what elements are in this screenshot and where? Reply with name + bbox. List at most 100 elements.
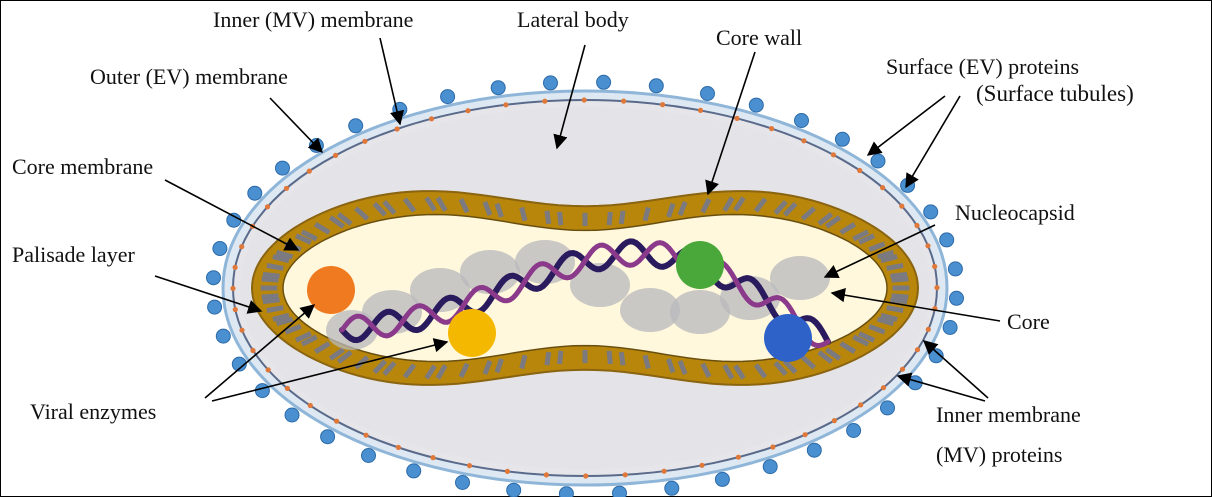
- mv-protein-dot: [858, 402, 863, 407]
- mv-protein-dot: [239, 244, 244, 249]
- ev-protein-dot: [441, 90, 455, 104]
- ev-protein-dot: [216, 329, 230, 343]
- mv-protein-dot: [899, 204, 904, 209]
- viral-enzyme-blue: [764, 314, 812, 362]
- mv-protein-dot: [583, 473, 588, 478]
- label-core-wall: Core wall: [716, 25, 802, 50]
- mv-protein-dot: [430, 455, 435, 460]
- ev-protein-dot: [665, 481, 679, 495]
- mv-protein-dot: [831, 152, 836, 157]
- mv-protein-dot: [914, 223, 919, 228]
- ev-protein-dot: [559, 487, 573, 497]
- palisade-bar: [621, 352, 623, 365]
- mv-protein-dot: [900, 367, 905, 372]
- arrow-surface-proteins-1: [868, 96, 945, 155]
- mv-protein-dot: [396, 445, 401, 450]
- ev-protein-dot: [795, 114, 809, 128]
- mv-protein-dot: [832, 418, 837, 423]
- palisade-bar: [621, 211, 623, 224]
- ev-protein-dot: [507, 483, 521, 497]
- ev-protein-dot: [948, 262, 962, 276]
- mv-protein-dot: [503, 102, 508, 107]
- ev-protein-dot: [255, 384, 269, 398]
- ev-protein-dot: [950, 291, 964, 305]
- label-palisade-layer: Palisade layer: [12, 242, 135, 267]
- mv-protein-dot: [265, 204, 270, 209]
- palisade-bar: [547, 211, 549, 224]
- mv-protein-dot: [308, 403, 313, 408]
- palisade-bar: [890, 300, 907, 302]
- label-nucleocapsid: Nucleocapsid: [955, 200, 1075, 225]
- arrow-inner-mv-membrane: [380, 38, 400, 124]
- mv-protein-dot: [915, 347, 920, 352]
- ev-protein-dot: [248, 186, 262, 200]
- mv-protein-dot: [660, 102, 665, 107]
- mv-protein-dot: [857, 168, 862, 173]
- mv-protein-dot: [621, 99, 626, 104]
- palisade-bar: [522, 208, 525, 221]
- palisade-bar: [267, 308, 283, 311]
- ev-protein-dot: [227, 213, 241, 227]
- palisade-bar: [887, 265, 903, 268]
- mv-protein-dot: [734, 116, 739, 121]
- ev-protein-dot: [208, 300, 222, 314]
- mv-protein-dot: [266, 367, 271, 372]
- palisade-bar: [560, 351, 561, 364]
- ev-protein-dot: [362, 449, 376, 463]
- mv-protein-dot: [699, 463, 704, 468]
- ev-protein-dot: [835, 132, 849, 146]
- mv-protein-dot: [364, 433, 369, 438]
- palisade-bar: [560, 212, 561, 225]
- mv-protein-dot: [285, 386, 290, 391]
- ev-protein-dot: [407, 464, 421, 478]
- ev-protein-dot: [613, 486, 627, 497]
- ev-protein-dot: [544, 76, 558, 90]
- palisade-bar: [262, 296, 279, 297]
- palisade-bar: [263, 300, 280, 302]
- ev-protein-dot: [943, 321, 957, 335]
- palisade-bar: [645, 355, 648, 368]
- mv-protein-dot: [334, 419, 339, 424]
- label-core-membrane: Core membrane: [12, 154, 153, 179]
- palisade-bar: [522, 355, 525, 368]
- mv-protein-dot: [803, 432, 808, 437]
- label-lateral-body: Lateral body: [517, 7, 629, 32]
- ev-protein-dot: [749, 98, 763, 112]
- label-outer-ev-membrane: Outer (EV) membrane: [90, 64, 288, 89]
- mv-protein-dot: [926, 327, 931, 332]
- mv-protein-dot: [582, 97, 587, 102]
- mv-protein-dot: [770, 444, 775, 449]
- ev-protein-dot: [701, 87, 715, 101]
- palisade-bar: [267, 265, 283, 268]
- arrow-outer-ev-membrane: [270, 98, 322, 152]
- mv-protein-dot: [698, 108, 703, 113]
- nucleocapsid-segment: [460, 250, 520, 294]
- ev-protein-dot: [871, 154, 885, 168]
- ev-protein-dot: [456, 476, 470, 490]
- mv-protein-dot: [736, 455, 741, 460]
- ev-protein-dot: [715, 472, 729, 486]
- ev-protein-dot: [321, 430, 335, 444]
- ev-protein-dot: [207, 271, 221, 285]
- mv-protein-dot: [465, 108, 470, 113]
- mv-protein-dot: [233, 307, 238, 312]
- palisade-bar: [887, 308, 903, 311]
- mv-protein-dot: [284, 186, 289, 191]
- mv-protein-dot: [932, 264, 937, 269]
- mv-protein-dot: [934, 285, 939, 290]
- mv-protein-dot: [880, 185, 885, 190]
- ev-protein-dot: [940, 233, 954, 247]
- label-inner-membrane-line2: (MV) proteins: [936, 442, 1062, 467]
- mv-protein-dot: [395, 126, 400, 131]
- mv-protein-dot: [623, 472, 628, 477]
- mv-protein-dot: [250, 348, 255, 353]
- mv-protein-dot: [505, 469, 510, 474]
- mv-protein-dot: [769, 126, 774, 131]
- mv-protein-dot: [239, 328, 244, 333]
- label-viral-enzymes: Viral enzymes: [30, 399, 156, 424]
- mv-protein-dot: [467, 463, 472, 468]
- palisade-bar: [609, 212, 610, 225]
- mv-protein-dot: [925, 243, 930, 248]
- mv-protein-dot: [429, 116, 434, 121]
